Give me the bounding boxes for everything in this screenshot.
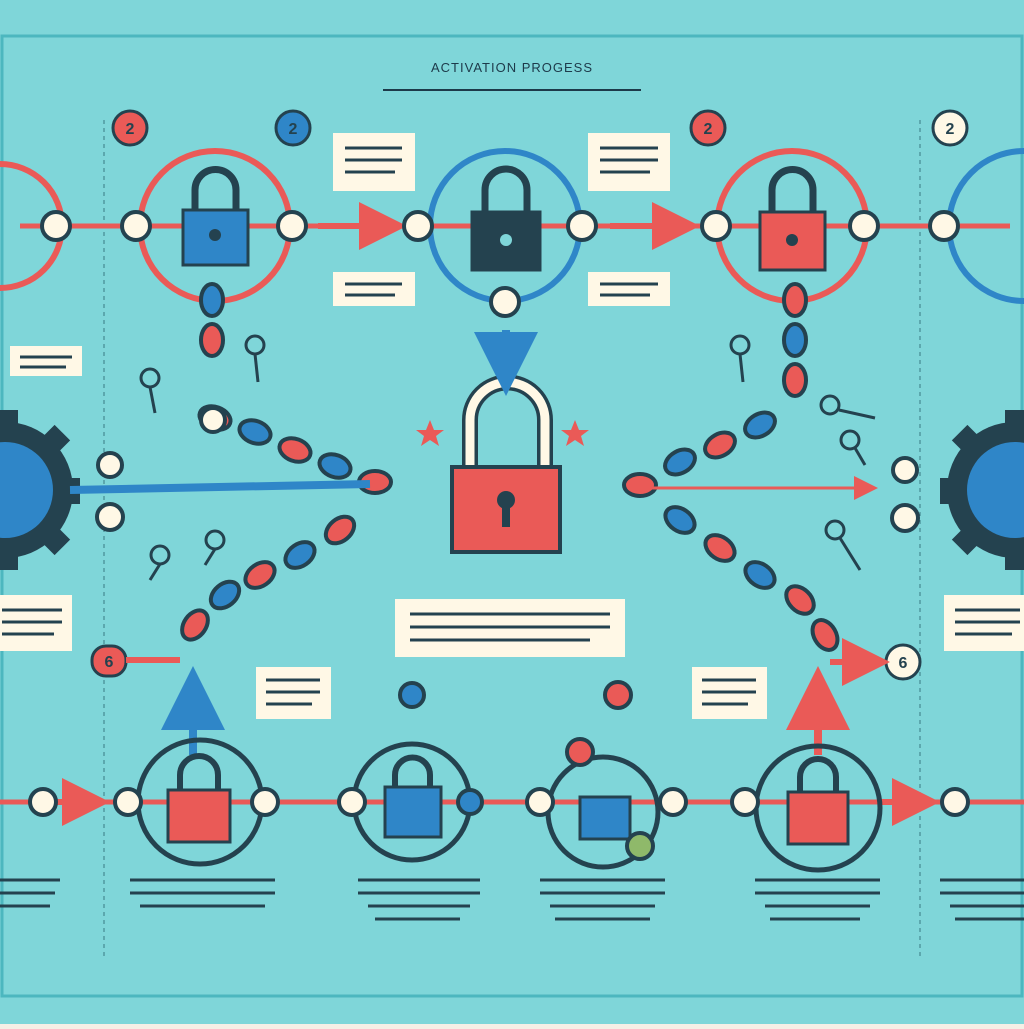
badge-label: 2	[946, 121, 955, 138]
text-box-mid-1	[333, 272, 415, 306]
top-nodes	[40, 210, 960, 318]
sparkle-icon	[561, 420, 589, 446]
padlock-shackle-icon	[392, 754, 433, 787]
blue-bar-left	[69, 480, 371, 494]
badge-label: 2	[704, 121, 713, 138]
mid-nodes	[95, 406, 920, 533]
padlock-icon	[166, 788, 232, 844]
bottom-nodes	[28, 680, 970, 861]
badge-label: 6	[105, 654, 114, 671]
badge-side-left: 6	[90, 644, 128, 678]
badge-label: 6	[899, 655, 908, 672]
badge-top-right-2: 2	[931, 109, 969, 147]
chain-right	[622, 282, 840, 652]
text-box-lower-1	[256, 667, 331, 719]
text-box-center	[395, 599, 625, 657]
sparkle-icon	[416, 420, 444, 446]
badge-side-right: 6	[884, 643, 922, 681]
badge-top-left-1: 2	[111, 109, 149, 147]
badge-top-left-2: 2	[274, 109, 312, 147]
gear-icon	[940, 410, 1024, 570]
badge-label: 2	[289, 121, 298, 138]
text-box-left-upper	[10, 346, 82, 376]
text-box-top-1	[333, 133, 415, 191]
gear-icon	[0, 410, 80, 570]
padlock-icon	[181, 208, 250, 267]
keyhole-icon	[786, 234, 798, 246]
bottom-lock-ring-4	[753, 743, 883, 873]
key-icon	[139, 334, 876, 581]
chain-left	[180, 282, 393, 642]
keyhole-icon	[500, 234, 512, 246]
padlock-shackle-icon	[177, 753, 221, 790]
padlock-shackle-icon	[768, 166, 817, 212]
padlock-shackle-icon	[191, 166, 240, 210]
text-box-mid-2	[588, 272, 670, 306]
padlock-icon	[383, 785, 443, 839]
padlock-shackle-icon	[481, 165, 531, 212]
badge-label: 2	[126, 121, 135, 138]
text-box-left-mid	[0, 595, 72, 651]
padlock-icon	[578, 795, 632, 841]
badge-top-right-1: 2	[689, 109, 727, 147]
bottom-captions	[0, 878, 1024, 921]
diagram-title: ACTIVATION PROGESS	[431, 60, 593, 75]
keyhole-icon	[497, 491, 515, 509]
padlock-shackle-icon	[797, 756, 839, 792]
keyhole-icon	[209, 229, 221, 241]
text-box-right-mid	[944, 595, 1024, 651]
padlock-icon	[786, 790, 850, 846]
padlock-icon	[450, 465, 562, 554]
text-box-top-2	[588, 133, 670, 191]
central-padlock	[450, 374, 562, 554]
text-box-lower-2	[692, 667, 767, 719]
